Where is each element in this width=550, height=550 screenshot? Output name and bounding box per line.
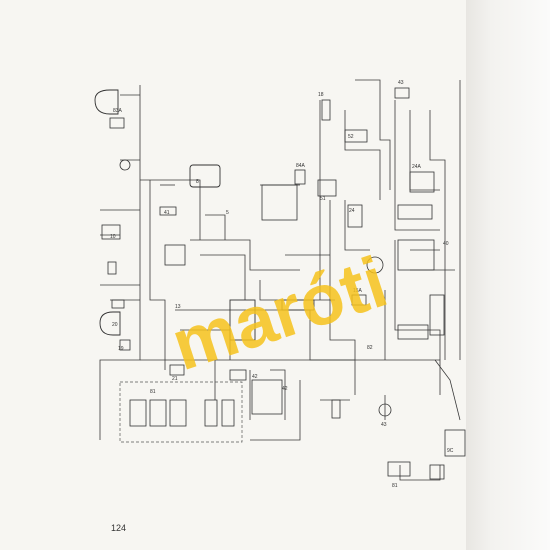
component-right-mid [429,294,445,336]
label-13: 13 [175,304,181,310]
label-82: 82 [367,345,373,351]
lamp-left [119,159,131,171]
label-24: 24 [349,208,355,214]
component-83a [387,461,411,477]
component-10 [164,244,186,266]
label-9c: 81 [150,389,156,395]
connector-center [281,299,315,311]
label-15a: 15A [353,288,363,294]
page-number: 124 [111,523,127,533]
switch-left [101,224,121,240]
label-40: 40 [443,241,449,247]
fuse-a [204,399,218,427]
label-8: 41 [164,210,170,216]
label-43-top: 43 [398,80,404,86]
horn-left [107,261,117,275]
component-24 [347,204,363,228]
component-24a [409,171,435,193]
relay-9c-c [169,399,187,427]
component-51 [317,179,337,197]
component-21 [169,364,185,376]
connector-right [397,204,433,220]
label-16: 9C [447,448,454,454]
label-81: 8 [196,179,199,185]
label-42: 42 [282,386,288,392]
headlamp-left-bottom [99,311,121,336]
wire-lines [99,79,461,481]
label-18: 18 [318,92,324,98]
label-83a: 81 [392,483,398,489]
control-unit [229,299,256,341]
component-81 [189,164,221,188]
connector-left-lower [119,339,131,351]
component-83b [429,464,445,480]
component-16 [444,429,466,457]
connector-left-top [109,117,125,129]
label-20: 83A [113,108,123,114]
label-52: 52 [348,134,354,140]
connector-left-bottom [111,299,125,309]
component-41 [251,379,283,415]
relay-module-outline [119,381,243,443]
component-8 [159,206,177,216]
fuse-b [221,399,235,427]
relay-9c-a [129,399,147,427]
relay-9c-b [149,399,167,427]
battery-top [321,99,331,121]
page-gutter-shadow [466,0,550,550]
battery-bottom [331,399,341,419]
label-24a: 24A [412,164,422,170]
label-41: 42 [252,374,258,380]
component-25 [229,369,247,381]
connector-right-low [397,324,429,340]
label-19: 19 [118,346,124,352]
fuse-block [261,184,298,221]
label-21: 21 [172,376,178,382]
terminal-block [397,239,435,271]
label-51: 51 [320,196,326,202]
label-10: 10 [110,234,116,240]
component-52 [344,129,368,143]
label-43: 43 [381,422,387,428]
motor [366,256,384,274]
label-15: 20 [112,322,118,328]
label-84a: 84A [296,163,306,169]
lamp-43 [378,403,392,417]
component-84a [294,169,306,185]
label-5: 5 [226,210,229,216]
component-43-top [394,87,410,99]
component-15a [351,294,367,306]
headlamp-left-top [94,89,119,115]
